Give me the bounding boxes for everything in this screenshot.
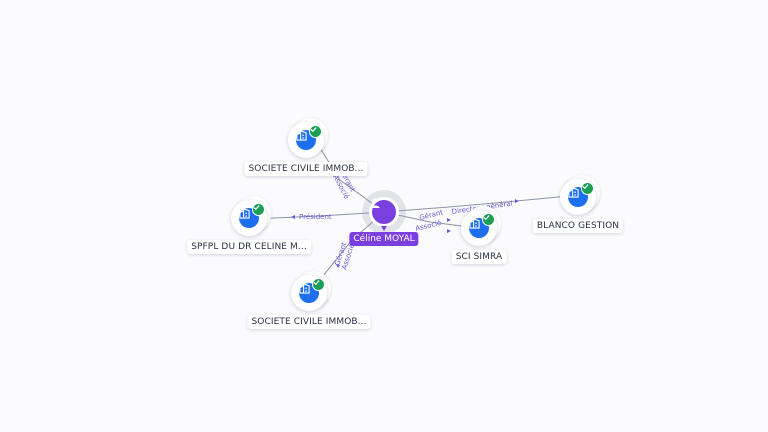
company-label[interactable]: SPFPL DU DR CELINE M... xyxy=(187,240,311,254)
edge-center-spfpl xyxy=(249,211,385,220)
company-label[interactable]: SCI SIMRA xyxy=(451,250,507,264)
person-label[interactable]: Céline MOYAL xyxy=(349,232,419,246)
edge-arrow xyxy=(447,218,451,222)
edge-arrow xyxy=(515,199,519,203)
company-label[interactable]: SOCIETE CIVILE IMMOB... xyxy=(244,162,368,176)
check-icon xyxy=(312,278,325,291)
company-label[interactable]: BLANCO GESTION xyxy=(532,219,624,233)
edge-label-spfpl-role-1: Président xyxy=(299,213,332,221)
check-icon xyxy=(482,213,495,226)
check-icon xyxy=(309,125,322,138)
check-icon xyxy=(252,203,265,216)
pin-pointer-icon xyxy=(381,226,387,231)
person-icon xyxy=(370,198,396,224)
edge-arrow xyxy=(447,229,451,233)
edge-label-sci-simra-role-2: Associé xyxy=(415,219,443,233)
edge-center-sci-top xyxy=(314,139,385,213)
check-icon xyxy=(581,182,594,195)
edge-center-blanco xyxy=(383,194,579,213)
company-label[interactable]: SOCIETE CIVILE IMMOB... xyxy=(247,315,371,329)
edge-arrow xyxy=(291,215,295,219)
edge-arrow xyxy=(336,264,340,268)
